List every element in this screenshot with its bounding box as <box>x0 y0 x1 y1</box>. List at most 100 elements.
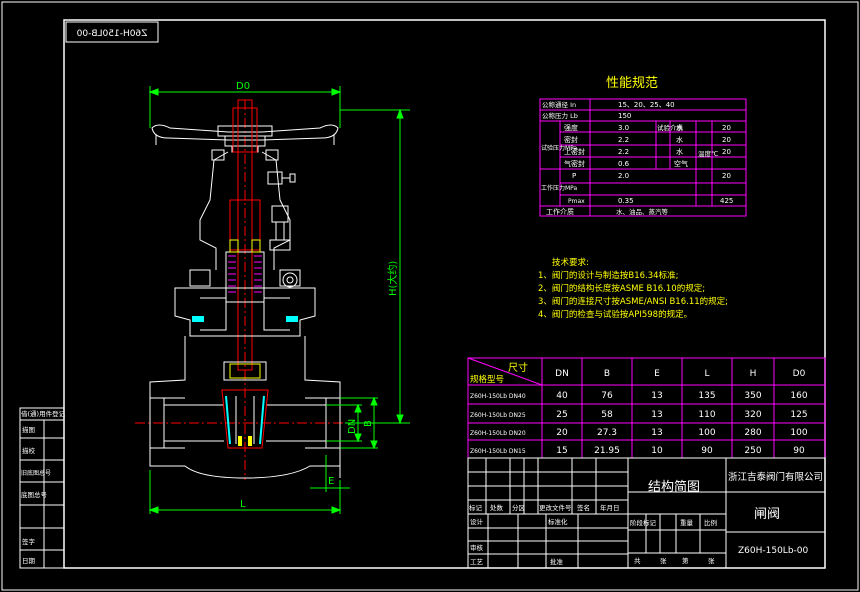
perf-table <box>539 98 747 217</box>
spec-rows: Z60H-150Lb DN40 40 76 13 135 350 160 Z60… <box>470 391 808 456</box>
spec-r0-model: Z60H-150Lb DN40 <box>470 393 526 400</box>
perf-work-1-temp: 425 <box>720 197 733 205</box>
person-1: 审核 <box>470 543 484 552</box>
perf-work-1-value: 0.35 <box>618 197 634 205</box>
spec-r3-c3: 10 <box>651 446 663 456</box>
spec-corner-top: 尺寸 <box>508 361 528 374</box>
dim-e-label: E <box>328 476 334 487</box>
perf-row-1-label: 公称压力 Lb <box>542 111 578 120</box>
perf-test-medium-label: 试验介质 <box>657 123 684 132</box>
perf-test-temp-1: 20 <box>722 136 731 144</box>
perf-work-group: 工作压力MPa <box>541 184 578 192</box>
sheet-label-1: 张 <box>660 556 667 565</box>
spec-r3-c1: 15 <box>556 446 567 456</box>
perf-test-3-value: 0.6 <box>618 160 630 168</box>
perf-test-0-value: 3.0 <box>618 124 629 132</box>
sheet-label-2: 第 <box>682 556 689 565</box>
spec-r0-c2: 76 <box>601 391 613 401</box>
spec-header-2: E <box>654 369 660 379</box>
perf-test-group: 试验压力MPa <box>541 144 578 152</box>
perf-row-0-label: 公称通径 In <box>542 100 576 109</box>
perf-test-medium-3: 空气 <box>674 159 688 168</box>
rev-label-4: 签名 <box>577 503 590 512</box>
tech-item-1: 2、阀门的结构长度按ASME B16.10的规定; <box>538 283 705 294</box>
spec-r2-c5: 280 <box>744 428 761 438</box>
stage-label-1: 重量 <box>680 519 694 527</box>
perf-work-0-temp: 20 <box>722 172 731 180</box>
spec-r3-c2: 21.95 <box>594 446 620 456</box>
spec-r2-c1: 20 <box>556 428 568 438</box>
spec-r1-c5: 320 <box>744 410 761 420</box>
rev-label-1: 处数 <box>490 503 504 512</box>
title-drawing-no: Z60H-150Lb-00 <box>738 546 809 556</box>
spec-r0-c3: 13 <box>651 391 662 401</box>
spec-r2-c2: 27.3 <box>597 428 617 438</box>
dim-h-label: H(大约) <box>386 261 399 296</box>
side-label-2: 旧底图总号 <box>21 469 51 477</box>
dim-l-label: L <box>240 499 246 510</box>
mirrored-number-box: Z60H-150LB-00 <box>65 21 159 43</box>
spec-r1-c3: 13 <box>651 410 662 420</box>
yoke <box>199 149 296 270</box>
spec-r1-model: Z60H-150Lb DN25 <box>470 412 526 419</box>
gland-bolt <box>269 205 298 288</box>
side-label-0: 描图 <box>22 425 35 434</box>
side-table-header: 借(通)用件登记 <box>21 409 66 418</box>
valve-body <box>149 336 341 479</box>
stem <box>229 99 261 371</box>
side-label-5: 日期 <box>22 557 36 565</box>
perf-title: 性能规范 <box>606 76 658 91</box>
perf-test-1-label: 密封 <box>564 135 578 144</box>
spec-corner-bottom: 规格型号 <box>470 374 504 385</box>
bonnet <box>174 269 316 337</box>
spec-r0-c4: 135 <box>698 391 715 401</box>
spec-r0-c1: 40 <box>556 391 568 401</box>
side-label-3: 底图总号 <box>21 490 48 499</box>
rev-label-5: 年月日 <box>600 503 620 512</box>
perf-test-2-label: 上密封 <box>564 147 585 156</box>
tech-item-2: 3、阀门的连接尺寸按ASME/ANSI B16.11的规定; <box>538 296 728 307</box>
title-drawing-title: 结构简图 <box>648 479 700 495</box>
dimension-lines <box>148 86 410 514</box>
spec-r1-c6: 125 <box>790 410 807 420</box>
sheet-border-inner <box>63 19 826 569</box>
rev-label-0: 标记 <box>469 503 483 512</box>
perf-row-0-value: 15、20、25、40 <box>618 101 675 109</box>
spec-r2-c6: 100 <box>790 428 807 438</box>
approve-label: 批准 <box>550 557 564 566</box>
spec-r1-c1: 25 <box>556 410 567 420</box>
spec-r3-c4: 90 <box>701 446 713 456</box>
gate-wedge <box>221 361 269 449</box>
spec-r2-c3: 13 <box>651 428 662 438</box>
rev-label-3: 更改文件号 <box>539 503 572 512</box>
title-product: 闸阀 <box>754 507 780 522</box>
title-company: 浙江吉泰阀门有限公司 <box>728 471 823 483</box>
perf-row-1-value: 150 <box>618 112 631 120</box>
std-label: 标准化 <box>548 517 568 526</box>
side-label-4: 签字 <box>22 537 36 546</box>
handwheel <box>151 124 339 153</box>
dim-d0-label: D0 <box>236 81 250 92</box>
spec-r0-c5: 350 <box>744 391 761 401</box>
spec-r0-c6: 160 <box>790 391 807 401</box>
spec-header-0: DN <box>555 369 569 379</box>
perf-medium-label: 工作介质 <box>546 207 574 216</box>
dim-b-label: B <box>363 420 374 427</box>
spec-header-1: B <box>604 369 610 379</box>
spec-r1-c4: 110 <box>698 410 715 420</box>
perf-test-1-value: 2.2 <box>618 136 629 144</box>
perf-test-temp-2: 20 <box>722 148 731 156</box>
stem-packing <box>225 239 265 303</box>
spec-r2-model: Z60H-150Lb DN20 <box>470 430 526 437</box>
spec-r3-c6: 90 <box>793 446 805 456</box>
perf-work-0-label: P <box>572 172 576 180</box>
mirrored-drawing-number: Z60H-150LB-00 <box>76 29 147 39</box>
perf-test-2-value: 2.2 <box>618 148 629 156</box>
title-block <box>467 457 826 569</box>
perf-test-3-label: 气密封 <box>564 159 585 168</box>
perf-test-medium-0: 水 <box>676 123 683 132</box>
tech-item-3: 4、阀门的检查与试验按API598的规定。 <box>538 309 692 320</box>
perf-work-0-value: 2.0 <box>618 172 629 180</box>
